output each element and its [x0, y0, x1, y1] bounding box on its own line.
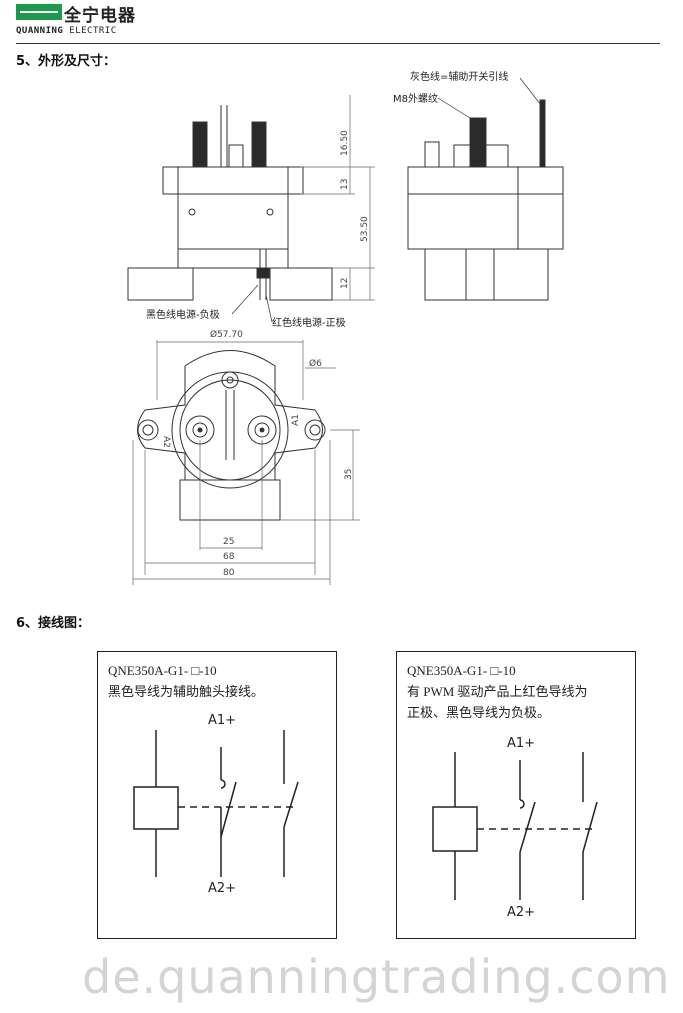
front-view: [127, 105, 333, 301]
gray-wire-label: 灰色线=辅助开关引线: [410, 70, 508, 83]
wiring-diagram-2-text: QNE350A-G1- □-10 有 PWM 驱动产品上红色导线为 正极、黑色导…: [407, 663, 588, 720]
dim-25: 25: [223, 537, 234, 547]
top-view: [137, 350, 326, 521]
company-logo-icon: [16, 4, 62, 20]
company-name-en-suffix: ELECTRIC: [69, 26, 117, 36]
terminal-a2-label: A2: [161, 436, 171, 448]
front-dimension-lines: [300, 95, 375, 301]
company-name-cn: 全宁电器: [64, 6, 136, 26]
dim-diameter-57-70: Ø57.70: [210, 329, 243, 340]
side-view: [407, 99, 564, 301]
section-5-title: 5、外形及尺寸：: [16, 54, 117, 69]
dim-12: 12: [340, 278, 350, 289]
wiring-diagram-1-a1-label: A1+: [208, 713, 236, 728]
dim-68: 68: [223, 552, 235, 562]
page-header: 全宁电器 QUANNING ELECTRIC: [0, 0, 683, 46]
section-6-title: 6、接线图：: [16, 616, 91, 631]
wiring-diagram-2: QNE350A-G1- □-10 有 PWM 驱动产品上红色导线为 正极、黑色导…: [396, 651, 636, 939]
wiring-diagram-1: QNE350A-G1- □-10 黑色导线为辅助触头接线。 A1+ A2+: [97, 651, 337, 939]
header-divider: [16, 43, 660, 44]
black-wire-label: 黑色线电源-负极: [146, 308, 220, 321]
m8-thread-label: M8外螺纹: [393, 92, 438, 105]
dim-35: 35: [344, 469, 354, 480]
dimension-drawing: 16.50 13 53.50 12 黑色线电源-负极 红色线电源-正极 灰色线=…: [127, 70, 564, 585]
company-name-en-prefix: QUANNING: [16, 26, 64, 36]
dim-80: 80: [223, 568, 235, 578]
dim-hole-6: Ø6: [309, 358, 322, 369]
wiring-diagram-2-a1-label: A1+: [507, 736, 535, 751]
dim-16-50: 16.50: [340, 130, 350, 156]
wiring-diagram-1-schematic: A1+ A2+: [133, 713, 299, 896]
wiring-diagram-2-schematic: A1+ A2+: [432, 736, 598, 920]
terminal-a1-label: A1: [291, 414, 301, 426]
company-name-en: QUANNING ELECTRIC: [16, 26, 117, 36]
top-dimension-lines: [132, 340, 360, 585]
wiring-diagram-2-a2-label: A2+: [507, 905, 535, 920]
dim-13: 13: [340, 179, 350, 190]
dim-53-50: 53.50: [360, 216, 370, 242]
wiring-diagram-1-text: QNE350A-G1- □-10 黑色导线为辅助触头接线。: [108, 663, 265, 699]
wiring-diagram-1-a2-label: A2+: [208, 881, 236, 896]
red-wire-label: 红色线电源-正极: [272, 316, 346, 329]
watermark-text: de.quanningtrading.com: [82, 950, 671, 1004]
